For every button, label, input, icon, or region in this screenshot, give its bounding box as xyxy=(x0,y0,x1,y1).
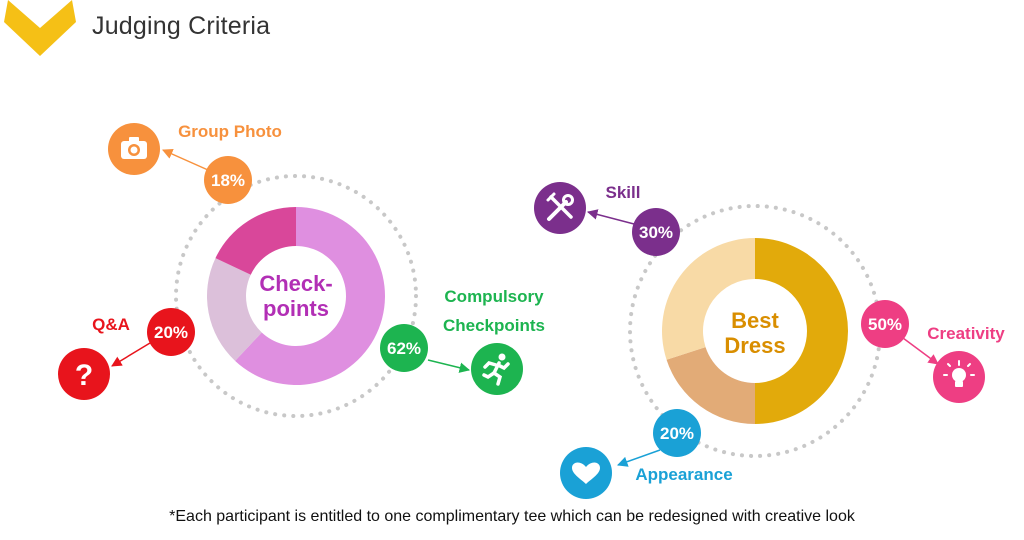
compulsory-value-label: 62% xyxy=(387,339,421,358)
creativity-label: Creativity xyxy=(927,324,1005,343)
footnote: *Each participant is entitled to one com… xyxy=(169,508,855,525)
heart-icon xyxy=(572,462,600,484)
compulsory-value-badge xyxy=(380,324,428,372)
group-photo-value-badge xyxy=(204,156,252,204)
checkpoints-dotted-ring xyxy=(174,174,418,418)
qa-value-badge xyxy=(147,308,195,356)
camera-icon xyxy=(121,137,147,159)
question-mark-icon: ? xyxy=(75,359,93,392)
slice-skill xyxy=(662,238,755,360)
compulsory-label-line1: Compulsory xyxy=(444,287,544,306)
appearance-value-badge xyxy=(653,409,701,457)
best-dress-donut xyxy=(662,238,848,424)
creativity-value-badge xyxy=(861,300,909,348)
running-man-icon xyxy=(482,353,510,386)
creativity-arrow xyxy=(902,337,939,365)
skill-value-badge xyxy=(632,208,680,256)
slice-compulsory-checkpoints xyxy=(235,207,385,385)
compulsory-label-line2: Checkpoints xyxy=(443,316,545,335)
slice-appearance xyxy=(666,347,755,424)
compulsory-arrow xyxy=(427,359,471,373)
qa-arrow xyxy=(111,342,151,367)
best-dress-center-label-line2: Dress xyxy=(724,333,785,358)
skill-label: Skill xyxy=(606,183,641,202)
qa-label: Q&A xyxy=(92,315,130,334)
chevron-logo-icon xyxy=(4,0,76,56)
checkpoints-center-label-line1: Check- xyxy=(259,271,332,296)
qa-value-label: 20% xyxy=(154,323,188,342)
slice-creativity xyxy=(755,238,848,424)
group-photo-value-label: 18% xyxy=(211,171,245,190)
slice-group-photo xyxy=(215,207,296,275)
checkpoints-center-label-line2: points xyxy=(263,296,329,321)
best-dress-center-label-line1: Best xyxy=(731,308,779,333)
appearance-value-label: 20% xyxy=(660,424,694,443)
checkpoints-donut xyxy=(206,207,385,385)
skill-arrow xyxy=(586,209,635,225)
appearance-arrow xyxy=(617,449,661,467)
slice-q-a xyxy=(206,258,262,361)
appearance-label: Appearance xyxy=(635,465,732,484)
group-photo-label: Group Photo xyxy=(178,122,282,141)
qa-icon-circle xyxy=(58,348,110,400)
light-bulb-icon xyxy=(943,360,975,387)
skill-value-label: 30% xyxy=(639,223,673,242)
tools-icon xyxy=(546,192,574,221)
page-title: Judging Criteria xyxy=(92,12,271,40)
creativity-value-label: 50% xyxy=(868,315,902,334)
group-photo-arrow xyxy=(162,149,209,171)
